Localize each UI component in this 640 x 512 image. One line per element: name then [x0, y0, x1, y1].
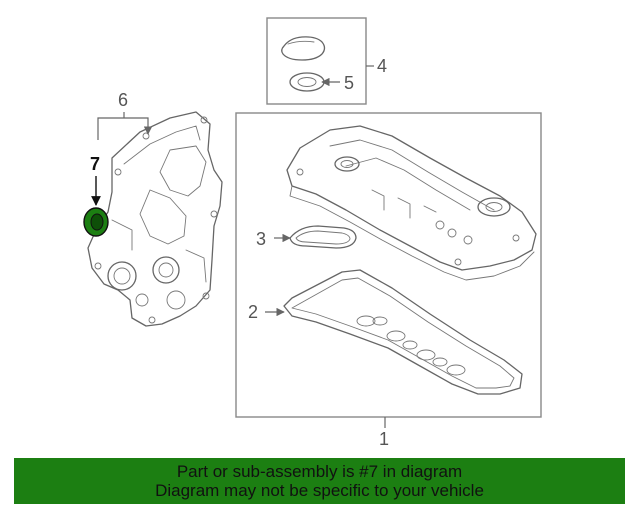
valve-cover-group: 3 2 1	[235, 112, 542, 449]
oil-cap-gasket	[289, 72, 325, 92]
parts-diagram: 4 5 3 2	[83, 17, 542, 449]
oil-cap-group: 4 5	[266, 17, 387, 105]
seal-inner-ring	[90, 213, 104, 231]
timing-cover-group: 6 7	[83, 90, 223, 327]
valve-cover-box	[235, 112, 542, 418]
callout-4: 4	[377, 56, 387, 76]
callout-2: 2	[248, 302, 258, 322]
timing-chain-cover	[87, 111, 223, 327]
banner-line-2: Diagram may not be specific to your vehi…	[155, 481, 484, 500]
callout-5: 5	[344, 73, 354, 93]
valve-cover	[286, 125, 537, 271]
banner-line-1: Part or sub-assembly is #7 in diagram	[176, 462, 463, 481]
callout-1: 1	[379, 429, 389, 449]
spark-plug-tube-gasket	[289, 225, 357, 249]
callout-7: 7	[90, 154, 100, 174]
oil-filler-cap	[281, 36, 326, 61]
oil-cap-box	[266, 17, 367, 105]
valve-cover-gasket	[283, 269, 523, 395]
info-banner: Part or sub-assembly is #7 in diagram Di…	[14, 458, 625, 504]
callout-6: 6	[118, 90, 128, 110]
callout-3: 3	[256, 229, 266, 249]
